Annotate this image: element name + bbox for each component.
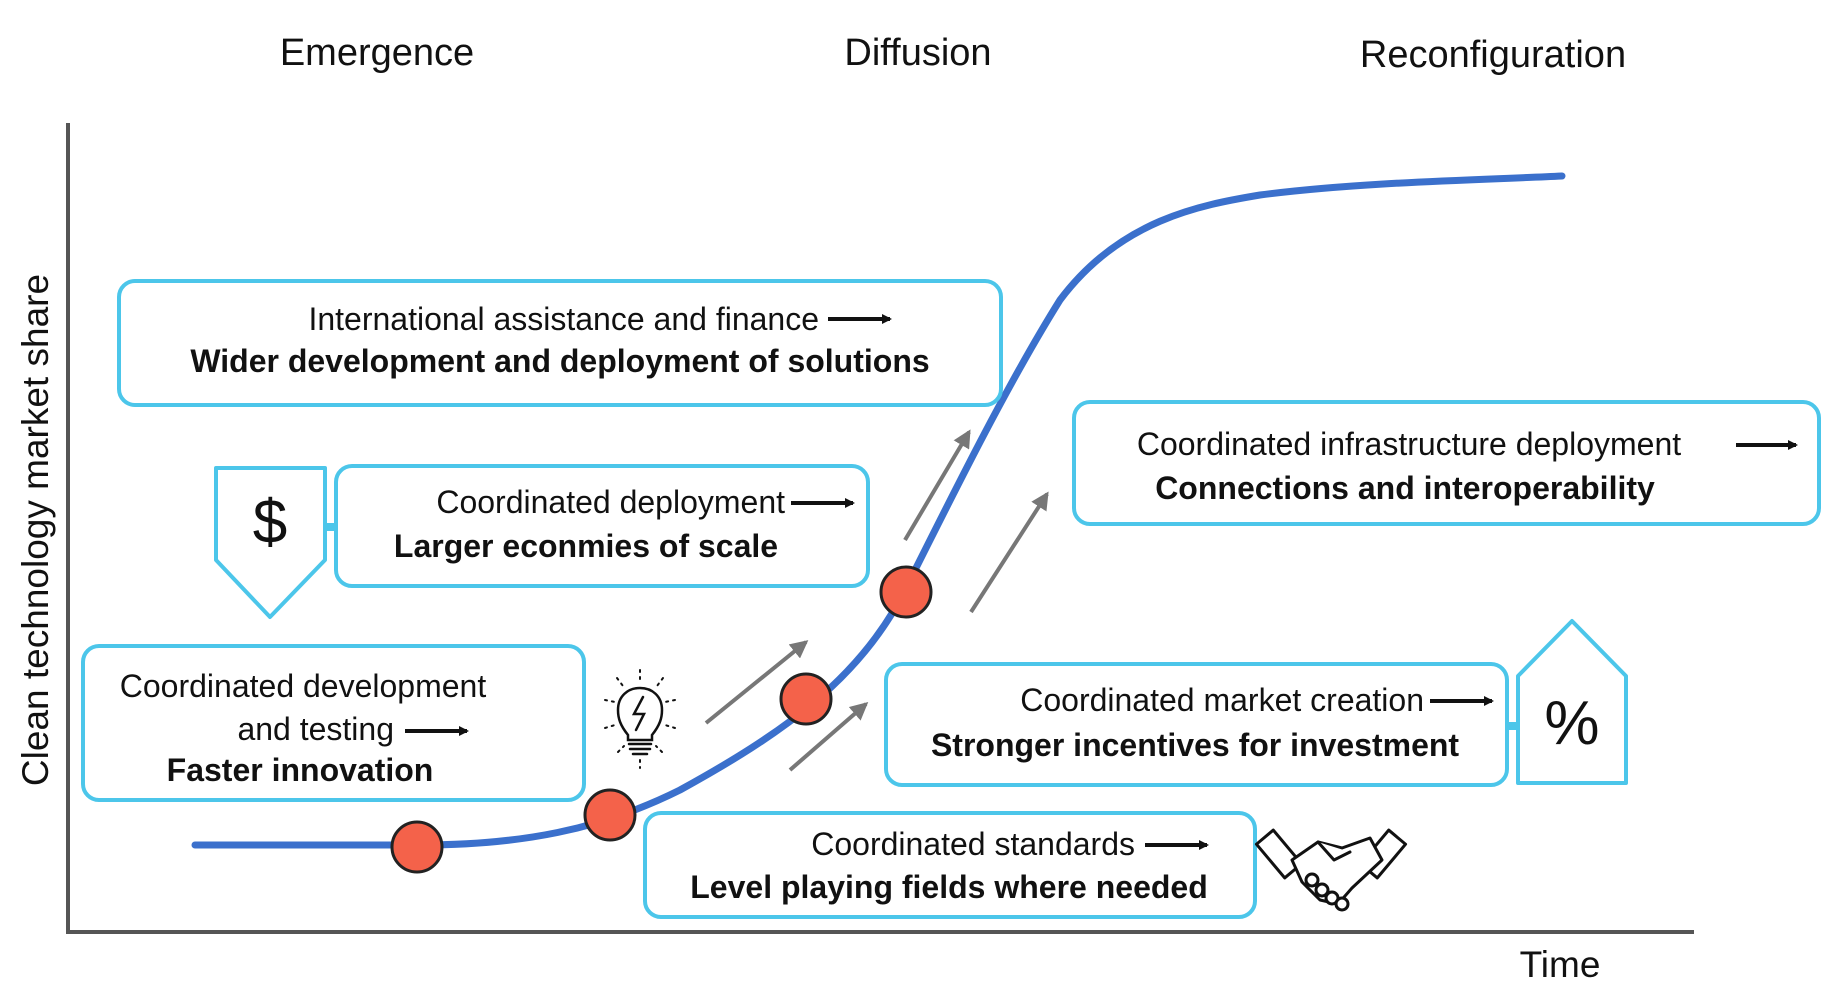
lightbulb-icon [604, 669, 676, 769]
trend-arrow [903, 429, 971, 542]
x-axis-label: Time [1520, 944, 1601, 985]
box-market-bold: Stronger incentives for investment [931, 727, 1459, 763]
box-development-bold: Faster innovation [167, 752, 434, 788]
trend-arrow [704, 640, 809, 725]
dollar-shield-icon: $ [214, 466, 338, 619]
phase-emergence: Emergence [280, 32, 474, 74]
handshake-icon [1254, 828, 1408, 912]
box-deployment-text: Coordinated deployment [436, 484, 785, 520]
box-standards: Coordinated standards Level playing fiel… [643, 811, 1257, 919]
milestone-marker [779, 672, 833, 726]
box-standards-bold: Level playing fields where needed [690, 869, 1208, 905]
box-infrastructure-bold: Connections and interoperability [1155, 470, 1655, 506]
trend-arrow [788, 702, 869, 772]
box-international: International assistance and finance Wid… [117, 279, 1003, 407]
box-international-bold: Wider development and deployment of solu… [190, 343, 929, 379]
milestone-marker [879, 565, 933, 619]
dollar-symbol: $ [253, 488, 287, 557]
phase-reconfiguration: Reconfiguration [1360, 34, 1626, 76]
box-market-text: Coordinated market creation [1020, 682, 1424, 718]
adoption-curve [191, 172, 1566, 849]
box-development-line2: and testing [237, 711, 394, 747]
box-deployment: Coordinated deployment Larger econmies o… [334, 464, 870, 588]
box-infrastructure: Coordinated infrastructure deployment Co… [1072, 400, 1821, 526]
box-standards-text: Coordinated standards [811, 826, 1135, 862]
box-infrastructure-text: Coordinated infrastructure deployment [1137, 426, 1681, 462]
percent-symbol: % [1544, 689, 1599, 758]
trend-arrow [969, 491, 1049, 614]
box-market: Coordinated market creation Stronger inc… [884, 662, 1509, 787]
y-axis-label: Clean technology market share [15, 274, 56, 786]
milestone-marker [390, 820, 444, 874]
box-development-line1: Coordinated development [120, 668, 487, 704]
box-international-text: International assistance and finance [308, 301, 819, 337]
milestone-marker [583, 788, 637, 842]
percent-house-icon: % [1507, 619, 1628, 785]
box-deployment-bold: Larger econmies of scale [394, 528, 778, 564]
box-development: Coordinated development and testing Fast… [81, 644, 586, 802]
phase-diffusion: Diffusion [844, 32, 991, 74]
